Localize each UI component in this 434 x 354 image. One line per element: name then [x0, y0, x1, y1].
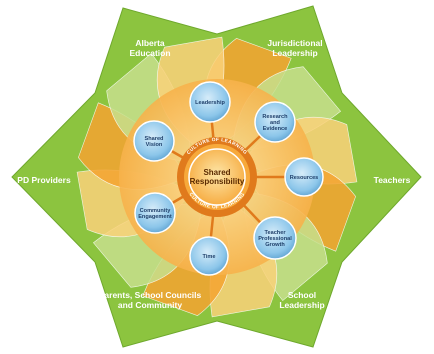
- element-label: and: [270, 120, 281, 126]
- element-circle-time: Time: [189, 236, 229, 276]
- stakeholder-label: and Community: [118, 300, 182, 310]
- stakeholder-labels: AlbertaEducationJurisdictionalLeadership…: [17, 38, 410, 310]
- element-circle-shape: [189, 236, 229, 276]
- stakeholder-label: Parents, School Councils: [99, 290, 202, 300]
- element-circle-shape: [254, 101, 296, 143]
- element-label: Growth: [265, 242, 285, 248]
- element-circle-shape: [253, 216, 297, 260]
- element-circle-shape: [133, 120, 175, 162]
- element-label: Engagement: [138, 214, 172, 220]
- element-circle-shape: [134, 192, 176, 234]
- element-label: Leadership: [195, 100, 225, 106]
- element-label: Vision: [146, 142, 163, 148]
- element-circles: LeadershipResearchandEvidenceResourcesTe…: [133, 81, 324, 276]
- stakeholder-label: School: [288, 290, 316, 300]
- stakeholder-label: Leadership: [279, 300, 324, 310]
- element-circle-leadership: Leadership: [189, 81, 231, 123]
- stakeholder-label: Alberta: [135, 38, 165, 48]
- element-circle-shape: [189, 81, 231, 123]
- center-circle: Shared Responsibility: [188, 148, 246, 206]
- element-label: Teacher: [264, 230, 286, 236]
- stakeholder-label: Leadership: [272, 48, 317, 58]
- element-label: Professional: [258, 236, 292, 242]
- element-circle-shape: [284, 157, 324, 197]
- element-label: Evidence: [263, 126, 288, 132]
- element-label: Shared: [145, 136, 165, 142]
- stakeholder-label: PD Providers: [17, 175, 71, 185]
- element-circle-resources: Resources: [284, 157, 324, 197]
- element-label: Research: [262, 114, 288, 120]
- element-label: Community: [140, 208, 172, 214]
- center-label-line2: Responsibility: [190, 177, 245, 186]
- center-label-line1: Shared: [203, 168, 230, 177]
- element-label: Resources: [290, 175, 319, 181]
- element-label: Time: [203, 254, 216, 260]
- stakeholder-label: Education: [129, 48, 170, 58]
- stakeholder-label: Jurisdictional: [267, 38, 322, 48]
- stakeholder-label: Teachers: [374, 175, 411, 185]
